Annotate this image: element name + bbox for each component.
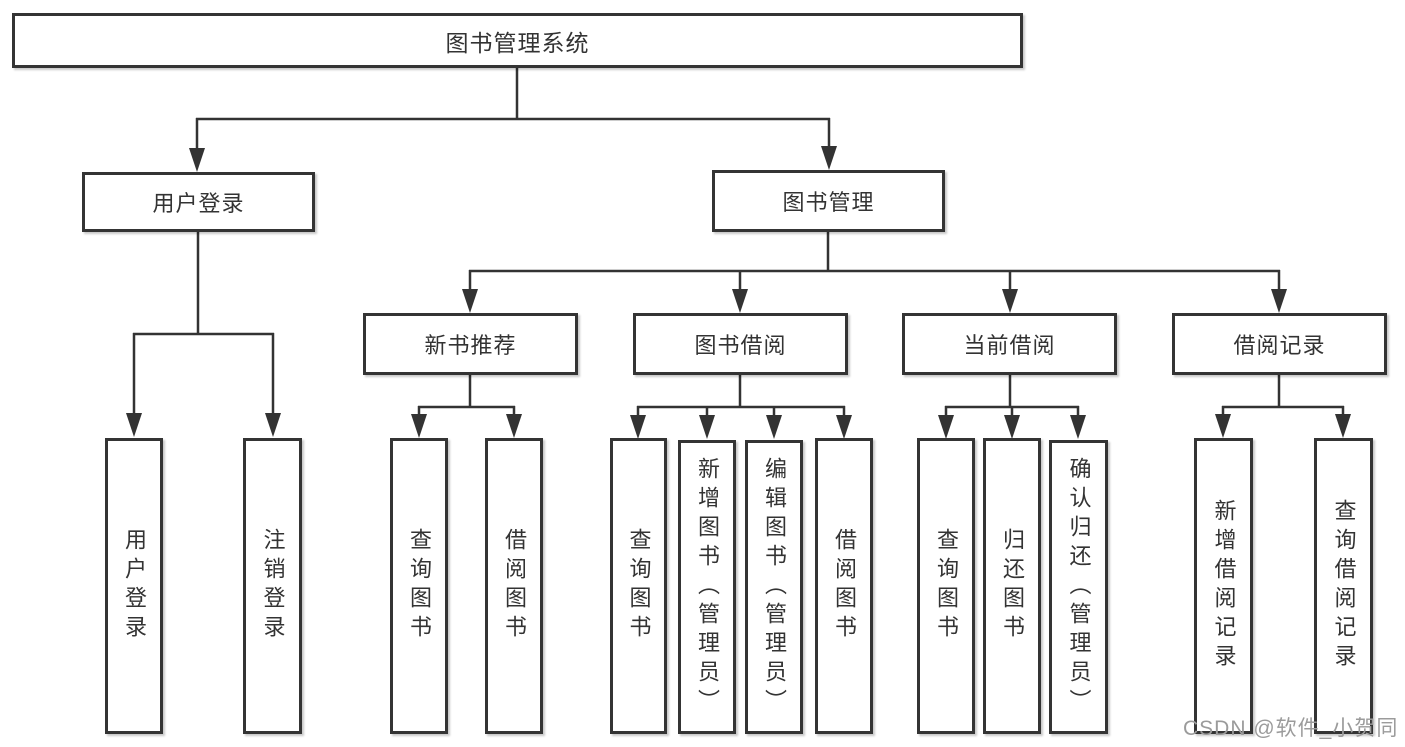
leaf-confirm-return-admin: 确认归还（管理员） (1049, 440, 1108, 734)
leaf-query-books-recommend: 查询图书 (390, 438, 448, 734)
leaf-query-borrow-record: 查询借阅记录 (1314, 438, 1373, 734)
csdn-watermark: CSDN @软件_小贺同学 (1183, 717, 1399, 740)
node-library-management-system: 图书管理系统 (12, 13, 1023, 68)
leaf-edit-book-admin: 编辑图书（管理员） (745, 440, 803, 734)
leaf-borrow-books-recommend: 借阅图书 (485, 438, 543, 734)
leaf-borrow-books: 借阅图书 (815, 438, 873, 734)
node-user-login-branch: 用户登录 (82, 172, 315, 232)
leaf-add-book-admin: 新增图书（管理员） (678, 440, 736, 734)
node-new-book-recommend: 新书推荐 (363, 313, 578, 375)
arrowheads (126, 146, 1351, 439)
leaf-return-books: 归还图书 (983, 438, 1041, 734)
node-current-borrow: 当前借阅 (902, 313, 1117, 375)
node-book-borrow: 图书借阅 (633, 313, 848, 375)
node-book-management-branch: 图书管理 (712, 170, 945, 232)
node-borrow-records: 借阅记录 (1172, 313, 1387, 375)
leaf-user-login: 用户登录 (105, 438, 163, 734)
leaf-add-borrow-record: 新增借阅记录 (1194, 438, 1253, 734)
leaf-logout: 注销登录 (243, 438, 302, 734)
leaf-query-books-current: 查询图书 (917, 438, 975, 734)
leaf-query-books-borrow: 查询图书 (610, 438, 667, 734)
